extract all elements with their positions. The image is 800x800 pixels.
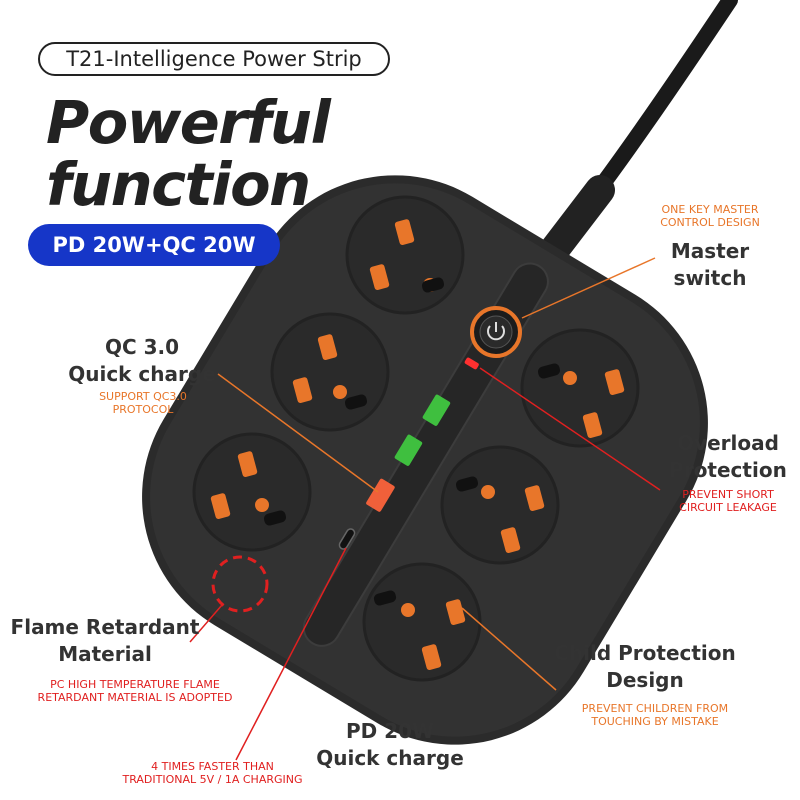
qc-title: QC 3.0 Quick charge [62, 334, 222, 388]
overload-note-1: PREVENT SHORT [682, 488, 774, 501]
socket-left-3 [192, 432, 312, 552]
child-title-2: Design [606, 668, 684, 692]
overload-title: Overload Protection [658, 430, 798, 484]
qc-callout-line [217, 373, 379, 493]
socket-right-3 [362, 562, 482, 682]
usb-green-port-1 [422, 394, 451, 426]
flame-note-2: RETARDANT MATERIAL IS ADOPTED [37, 691, 233, 704]
qc-title-2: Quick charge [68, 362, 216, 386]
flame-note: PC HIGH TEMPERATURE FLAME RETARDANT MATE… [20, 678, 250, 704]
pd-note-1: 4 TIMES FASTER THAN [151, 760, 274, 773]
pd-title-2: Quick charge [316, 746, 464, 770]
overload-note-2: CIRCUIT LEAKAGE [679, 501, 777, 514]
overload-title-2: Protection [669, 458, 787, 482]
pd-note-2: TRADITIONAL 5V / 1A CHARGING [122, 773, 303, 786]
flame-callout-line [189, 604, 223, 643]
socket-left-1 [345, 195, 465, 315]
overload-title-1: Overload [677, 431, 779, 455]
overload-callout-line [479, 367, 661, 491]
pd-callout-line [235, 547, 347, 761]
master-switch-title: Master switch [650, 238, 770, 292]
master-switch-title-2: switch [673, 266, 747, 290]
master-switch-callout-line [521, 257, 656, 319]
qc-title-1: QC 3.0 [104, 335, 180, 359]
socket-right-2 [440, 445, 560, 565]
qc-note-2: PROTOCOL [112, 403, 174, 416]
strip-body [142, 175, 708, 745]
child-title-1: Child Protection [554, 641, 736, 665]
overload-note: PREVENT SHORT CIRCUIT LEAKAGE [660, 488, 796, 514]
usb-c-port [338, 528, 356, 550]
usb-green-port-2 [394, 434, 423, 466]
child-note-2: TOUCHING BY MISTAKE [591, 715, 719, 728]
socket-left-2 [270, 312, 390, 432]
qc-note: SUPPORT QC3.0 PROTOCOL [78, 390, 208, 416]
child-title: Child Protection Design [545, 640, 745, 694]
master-switch-title-1: Master [670, 239, 750, 263]
child-note: PREVENT CHILDREN FROM TOUCHING BY MISTAK… [565, 702, 745, 728]
master-switch-note-2: CONTROL DESIGN [660, 216, 760, 229]
child-callout-line [461, 607, 557, 691]
headline-line-1: Powerful [46, 88, 331, 157]
power-icon[interactable] [470, 306, 522, 358]
flame-title-1: Flame Retardant [10, 615, 200, 639]
usb-orange-port [366, 478, 395, 512]
flame-title: Flame Retardant Material [0, 614, 210, 668]
socket-right-1 [520, 328, 640, 448]
product-title: T21-Intelligence Power Strip [38, 42, 390, 76]
master-switch-callout: ONE KEY MASTER CONTROL DESIGN [640, 203, 780, 229]
master-switch-note-1: ONE KEY MASTER [661, 203, 759, 216]
pd-note: 4 TIMES FASTER THAN TRADITIONAL 5V / 1A … [115, 760, 310, 786]
flame-title-2: Material [58, 642, 152, 666]
headline-line-2: function [46, 150, 311, 219]
headline: Powerful function [46, 88, 331, 219]
child-note-1: PREVENT CHILDREN FROM [581, 702, 729, 715]
qc-note-1: SUPPORT QC3.0 [99, 390, 187, 403]
charging-spec-badge: PD 20W+QC 20W [28, 224, 280, 266]
overload-indicator-light [464, 357, 479, 370]
pd-title-1: PD 20W [345, 719, 435, 743]
flame-note-1: PC HIGH TEMPERATURE FLAME [50, 678, 220, 691]
flame-retardant-marker [211, 555, 269, 613]
pd-title: PD 20W Quick charge [310, 718, 470, 772]
